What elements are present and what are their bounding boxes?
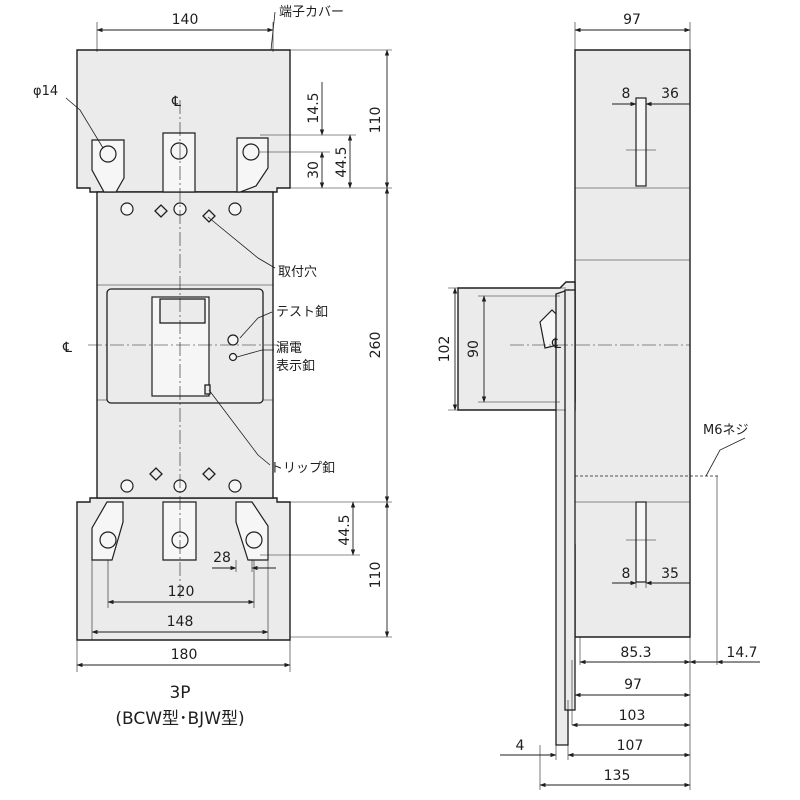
center-mark-left: ℄ (62, 340, 72, 356)
dim-bottom-44-5: 44.5 (337, 514, 353, 545)
callout-mount-hole: 取付穴 (278, 265, 317, 280)
center-mark-side: ℄ (551, 336, 561, 352)
dim-pitch-28: 28 (213, 550, 231, 566)
top-terminal-center (162, 132, 196, 193)
trip-button (204, 384, 211, 395)
dim-cover-30: 30 (306, 161, 322, 179)
dim-side-97-top: 97 (623, 12, 641, 28)
top-screw-3 (228, 202, 242, 216)
dim-top-height: 110 (368, 107, 384, 134)
callout-trip-button: トリップ釦 (270, 460, 335, 476)
dim-side-85-3: 85.3 (620, 645, 651, 661)
bottom-screw-1 (120, 479, 134, 493)
dim-terminal-120: 120 (168, 584, 195, 600)
dim-side-103: 103 (619, 708, 646, 724)
callout-test-button: テスト釦 (276, 304, 328, 320)
dim-side-4: 4 (516, 738, 525, 754)
dim-top-width: 140 (172, 12, 199, 28)
dim-side-35: 35 (661, 566, 679, 582)
callout-leak-line2: 表示釦 (276, 358, 315, 374)
bottom-terminal-left (91, 501, 124, 561)
side-view: 97 8 36 102 90 ℄ M6ネジ 8 35 85.3 14.7 97 … (437, 12, 760, 790)
top-stud (635, 97, 647, 187)
dim-side-135: 135 (604, 768, 631, 784)
dim-hole-dia: φ14 (33, 84, 58, 99)
dim-side-14-7: 14.7 (726, 645, 757, 661)
mount-hole-top-right (202, 209, 216, 223)
bottom-stud (635, 501, 647, 583)
dim-side-97: 97 (624, 677, 642, 693)
dim-side-8-bottom: 8 (622, 566, 631, 582)
bottom-screw-3 (228, 479, 242, 493)
callout-m6-screw: M6ネジ (703, 423, 749, 438)
handle-lever (159, 298, 206, 324)
side-profile (567, 49, 691, 638)
mount-hole-bottom-right (202, 467, 216, 481)
dim-side-102: 102 (437, 336, 453, 363)
callout-terminal-cover: 端子カバー (279, 5, 344, 20)
dim-bottom-height: 110 (368, 562, 384, 589)
test-button (227, 334, 239, 346)
caption-model: 3P (169, 683, 190, 703)
dim-terminal-148: 148 (167, 614, 194, 630)
dim-cover-44-5: 44.5 (334, 146, 350, 177)
bottom-terminal-center (162, 501, 197, 561)
plate-rail (564, 289, 576, 711)
dim-overall-180: 180 (171, 647, 198, 663)
front-view: 140 φ14 端子カバー ℄ ℄ 14.5 30 44.5 110 260 4… (33, 5, 392, 729)
dim-side-107: 107 (617, 738, 644, 754)
mount-hole-top-left (154, 204, 168, 218)
dim-body-height: 260 (368, 332, 384, 359)
dim-side-8-top: 8 (622, 86, 631, 102)
dim-side-36: 36 (661, 86, 679, 102)
top-screw-1 (120, 202, 134, 216)
dim-cover-14-5: 14.5 (306, 92, 322, 123)
bottom-hole-right (245, 531, 263, 549)
dim-side-90: 90 (466, 340, 482, 358)
leak-indicator (228, 352, 238, 362)
callout-leak-line1: 漏電 (276, 340, 302, 356)
caption-types: (BCW型･BJW型) (115, 709, 244, 729)
top-hole-left (99, 145, 117, 163)
top-hole-center (170, 142, 188, 160)
bottom-hole-left (99, 531, 117, 549)
top-hole-right (242, 143, 260, 161)
mount-hole-bottom-left (149, 467, 163, 481)
center-mark-top: ℄ (171, 94, 181, 110)
